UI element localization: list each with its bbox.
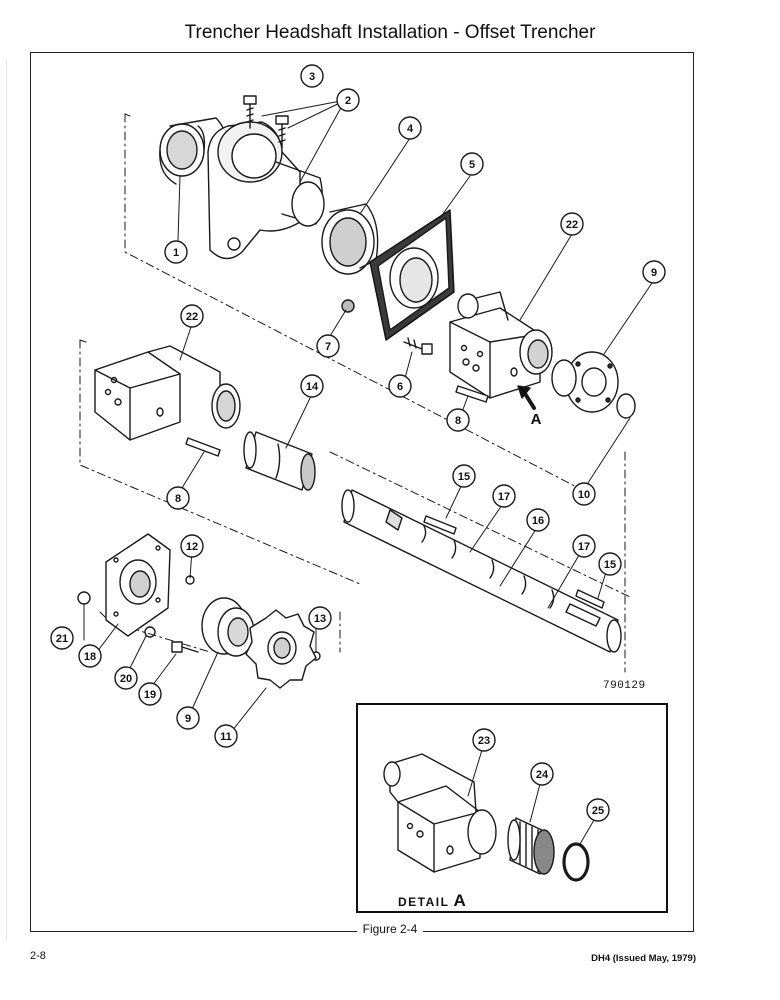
detail-label-letter: A	[453, 891, 468, 910]
part-8-key-right	[455, 385, 489, 403]
detail-leaders	[467, 749, 595, 845]
callout-5: 5	[469, 159, 475, 171]
page-number: 2-8	[30, 950, 46, 962]
assembly-planes	[79, 113, 631, 673]
part-22-bearing-block-left	[94, 345, 241, 441]
callout-16: 16	[532, 515, 544, 527]
callout-7: 7	[325, 341, 331, 353]
detail-part-24-bearing	[507, 817, 555, 875]
callout-14: 14	[306, 381, 319, 393]
scan-edge-line	[6, 60, 7, 940]
part-16-shaft	[341, 489, 622, 653]
figure-caption: Figure 2-4	[0, 922, 780, 936]
detail-a-drawing: 23 24 25	[383, 728, 610, 882]
detail-callout-23: 23	[478, 735, 490, 747]
leader-lines	[83, 99, 655, 845]
callout-22-upper: 22	[566, 219, 578, 231]
part-9-flanged-bearing-lower	[201, 597, 255, 657]
figure-caption-text: Figure 2-4	[356, 922, 424, 936]
part-18-flange-housing	[105, 533, 171, 637]
view-a-label: A	[531, 411, 542, 428]
document-id: DH4 (Issued May, 1979)	[591, 953, 696, 964]
callout-15-lower: 15	[604, 559, 616, 571]
part-6-bolt	[403, 337, 433, 355]
part-14-sleeve	[243, 431, 316, 491]
detail-callout-25: 25	[592, 805, 604, 817]
part-19-bolt	[171, 641, 199, 653]
drawing-number: 790129	[603, 680, 646, 692]
callout-6: 6	[397, 381, 403, 393]
detail-callout-circles	[472, 728, 610, 822]
part-3-bolts	[243, 95, 289, 149]
callout-19: 19	[144, 689, 156, 701]
detail-callout-24: 24	[536, 769, 549, 781]
part-1-seal-ring	[159, 117, 228, 185]
part-9-flanged-bearing-right	[551, 351, 619, 413]
callout-17-upper: 17	[498, 491, 510, 503]
part-2-flange-housing	[207, 121, 325, 260]
callout-12: 12	[186, 541, 198, 553]
view-a-arrow	[517, 385, 536, 410]
detail-label-text: DETAIL	[398, 895, 450, 909]
callout-21: 21	[56, 633, 68, 645]
callout-15-upper: 15	[458, 471, 470, 483]
callout-18: 18	[84, 651, 96, 663]
callout-10: 10	[578, 489, 590, 501]
part-15-key-lower	[575, 589, 605, 609]
callout-4: 4	[407, 123, 414, 135]
callout-3: 3	[309, 71, 315, 83]
part-15-key-upper	[423, 515, 457, 535]
part-22-bearing-block-upper	[449, 291, 553, 399]
callout-22-left: 22	[186, 311, 198, 323]
part-11-sprocket	[245, 609, 317, 689]
detail-part-23-block	[383, 753, 497, 873]
callout-2: 2	[345, 95, 351, 107]
part-8-key-left	[185, 437, 221, 457]
callout-20: 20	[120, 673, 132, 685]
part-4-bearing-cup	[321, 203, 379, 275]
detail-part-25-ring	[562, 842, 590, 882]
part-7-nut	[341, 299, 355, 313]
callout-11: 11	[220, 731, 232, 743]
page-title: Trencher Headshaft Installation - Offset…	[184, 22, 596, 43]
callout-1: 1	[173, 247, 179, 259]
part-20-washer	[144, 626, 156, 638]
callout-9-lower: 9	[185, 713, 191, 725]
callout-17-lower: 17	[578, 541, 590, 553]
callout-8-left: 8	[175, 493, 181, 505]
callout-8-upper: 8	[455, 415, 461, 427]
part-5-gasket-plate	[369, 209, 455, 341]
callout-13: 13	[314, 613, 326, 625]
part-10-snap-ring	[616, 393, 636, 419]
callout-9-upper: 9	[651, 267, 657, 279]
